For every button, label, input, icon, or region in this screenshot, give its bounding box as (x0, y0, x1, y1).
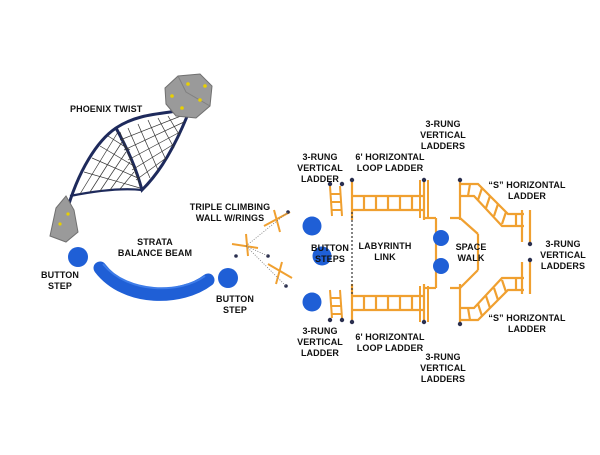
label-line: BUTTON (41, 270, 79, 280)
label-line: “S” HORIZONTAL (488, 180, 566, 190)
label-line: LADDER (300, 348, 340, 358)
label-line: 3-RUNG (425, 119, 461, 129)
label-space-walk: SPACE WALK (446, 242, 496, 264)
label-line: STRATA (137, 237, 173, 247)
label-line: 3-RUNG (302, 326, 338, 336)
label-loop-ladder-bottom: 6' HORIZONTAL LOOP LADDER (345, 332, 435, 354)
button-step-bottom-disc (302, 292, 322, 312)
button-step-top-disc (302, 216, 322, 236)
label-line: STEPS (314, 254, 345, 264)
label-3rung-ladder-top: 3-RUNG VERTICAL LADDER (290, 152, 350, 185)
button-step-center-disc (312, 246, 332, 266)
phoenix-twist-arch-outer (69, 188, 143, 198)
label-3rung-ladders-right: 3-RUNG VERTICAL LADDERS (532, 239, 594, 272)
label-line: LADDERS (420, 374, 466, 384)
label-s-ladder-bottom: “S” HORIZONTAL LADDER (482, 313, 572, 335)
loop-ladder-bottom (350, 284, 426, 322)
label-line: VERTICAL (420, 363, 466, 373)
label-strata-balance-beam: STRATA BALANCE BEAM (110, 237, 200, 259)
label-line: WALL W/RINGS (195, 213, 265, 223)
three-rung-ladders-bottom (419, 286, 429, 322)
label-button-step-left: BUTTON STEP (30, 270, 90, 292)
label-line: PHOENIX TWIST (70, 104, 143, 114)
label-3rung-ladders-top: 3-RUNG VERTICAL LADDERS (408, 119, 478, 152)
label-line: “S” HORIZONTAL (488, 313, 566, 323)
s-ladder-bottom (458, 262, 532, 324)
label-line: LADDER (507, 191, 547, 201)
label-phoenix-twist: PHOENIX TWIST (70, 104, 180, 115)
label-line: WALK (457, 253, 485, 263)
label-line: STEP (223, 305, 247, 315)
phoenix-twist-arch-upper (64, 107, 191, 215)
label-line: LABYRINTH (358, 241, 412, 251)
label-line: LOOP LADDER (356, 343, 424, 353)
space-walk-disc-bottom (433, 258, 449, 274)
three-rung-ladder-bottom-left (329, 289, 343, 319)
label-line: TRIPLE CLIMBING (189, 202, 271, 212)
three-rung-ladder-top-left (329, 185, 343, 217)
loop-ladder-top (350, 180, 426, 220)
label-line: LADDERS (420, 141, 466, 151)
label-line: BALANCE BEAM (117, 248, 193, 258)
phoenix-twist-net (79, 113, 187, 195)
label-line: 3-RUNG (302, 152, 338, 162)
label-line: LADDER (507, 324, 547, 334)
label-triple-climbing-wall: TRIPLE CLIMBING WALL W/RINGS (180, 202, 280, 224)
label-line: SPACE (455, 242, 487, 252)
phoenix-twist-structure (49, 73, 213, 243)
posts (327, 177, 533, 327)
label-loop-ladder-top: 6' HORIZONTAL LOOP LADDER (345, 152, 435, 174)
label-line: 3-RUNG (545, 239, 581, 249)
label-line: LADDER (300, 174, 340, 184)
button-step-left-disc (68, 247, 88, 267)
label-line: 6' HORIZONTAL (355, 332, 425, 342)
label-3rung-ladders-bottom: 3-RUNG VERTICAL LADDERS (408, 352, 478, 385)
phoenix-twist-boulder (49, 195, 79, 243)
label-line: LOOP LADDER (356, 163, 424, 173)
label-button-step-mid: BUTTON STEP (205, 294, 265, 316)
s-ladder-top (458, 180, 532, 242)
label-line: STEP (48, 281, 72, 291)
label-line: VERTICAL (540, 250, 586, 260)
climbing-wall-posts (234, 210, 290, 288)
strata-balance-beam (93, 261, 215, 301)
label-labyrinth-link: LABYRINTH LINK (350, 241, 420, 263)
space-walk-disc-top (433, 230, 449, 246)
phoenix-twist-rock (164, 73, 213, 119)
label-s-ladder-top: “S” HORIZONTAL LADDER (482, 180, 572, 202)
label-line: 6' HORIZONTAL (355, 152, 425, 162)
label-line: VERTICAL (297, 163, 343, 173)
label-3rung-ladder-bottom: 3-RUNG VERTICAL LADDER (290, 326, 350, 359)
label-line: BUTTON (216, 294, 254, 304)
label-line: 3-RUNG (425, 352, 461, 362)
label-line: BUTTON (311, 243, 349, 253)
label-line: VERTICAL (420, 130, 466, 140)
button-step-mid-disc (218, 268, 238, 288)
label-line: LADDERS (540, 261, 586, 271)
label-button-steps: BUTTON STEPS (300, 243, 360, 265)
label-line: LINK (374, 252, 396, 262)
three-rung-ladders-top (419, 180, 429, 218)
label-line: VERTICAL (297, 337, 343, 347)
